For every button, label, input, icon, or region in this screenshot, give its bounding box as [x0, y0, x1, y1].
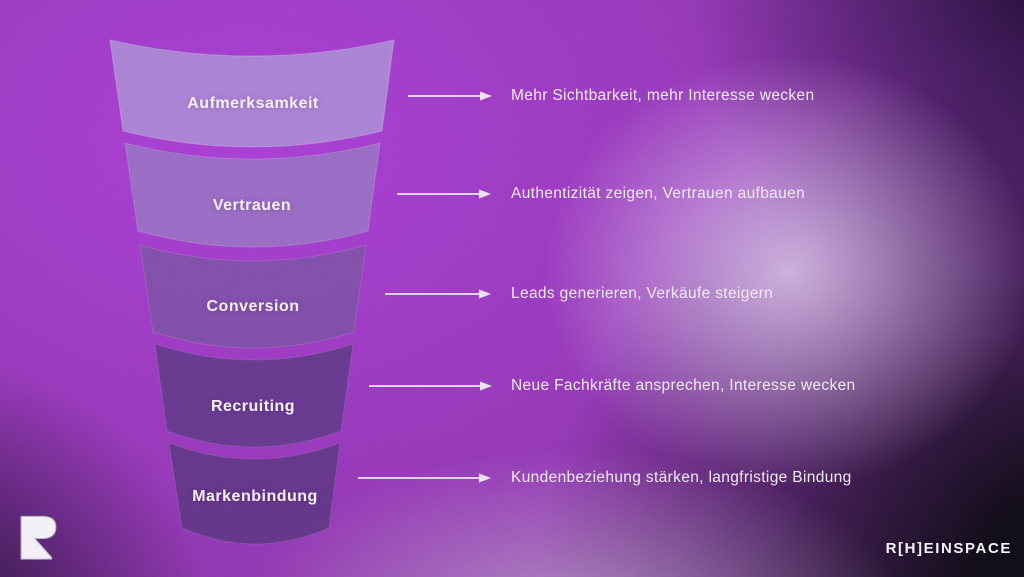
funnel-stage-shape-aufmerksamkeit [109, 39, 395, 148]
stage-description: Kundenbeziehung stärken, langfristige Bi… [511, 469, 852, 486]
arrow-right-icon [385, 289, 491, 299]
stage-description: Neue Fachkräfte ansprechen, Interesse we… [511, 377, 856, 394]
funnel-stage-label: Conversion [206, 298, 300, 315]
r-logo-icon [20, 515, 57, 560]
arrow-right-icon [397, 189, 491, 199]
stage-description: Authentizität zeigen, Vertrauen aufbauen [511, 185, 806, 202]
arrow-right-icon [358, 473, 491, 483]
funnel-stage-shape-vertrauen [124, 142, 381, 248]
arrow-right-icon [369, 381, 492, 391]
stage-description: Mehr Sichtbarkeit, mehr Interesse wecken [511, 87, 815, 104]
stage-description: Leads generieren, Verkäufe steigern [511, 285, 774, 302]
arrow-right-icon [408, 91, 492, 101]
funnel-stage-shape-conversion [139, 244, 367, 349]
funnel-stage-label: Vertrauen [212, 197, 292, 214]
brand-wordmark: R[H]EINSPACE [885, 540, 1012, 557]
funnel-stage-label: Recruiting [210, 398, 296, 415]
funnel-stage-label: Aufmerksamkeit [187, 95, 319, 112]
funnel-stage-label: Markenbindung [192, 488, 318, 505]
funnel-stage-shape-recruiting [154, 343, 354, 448]
